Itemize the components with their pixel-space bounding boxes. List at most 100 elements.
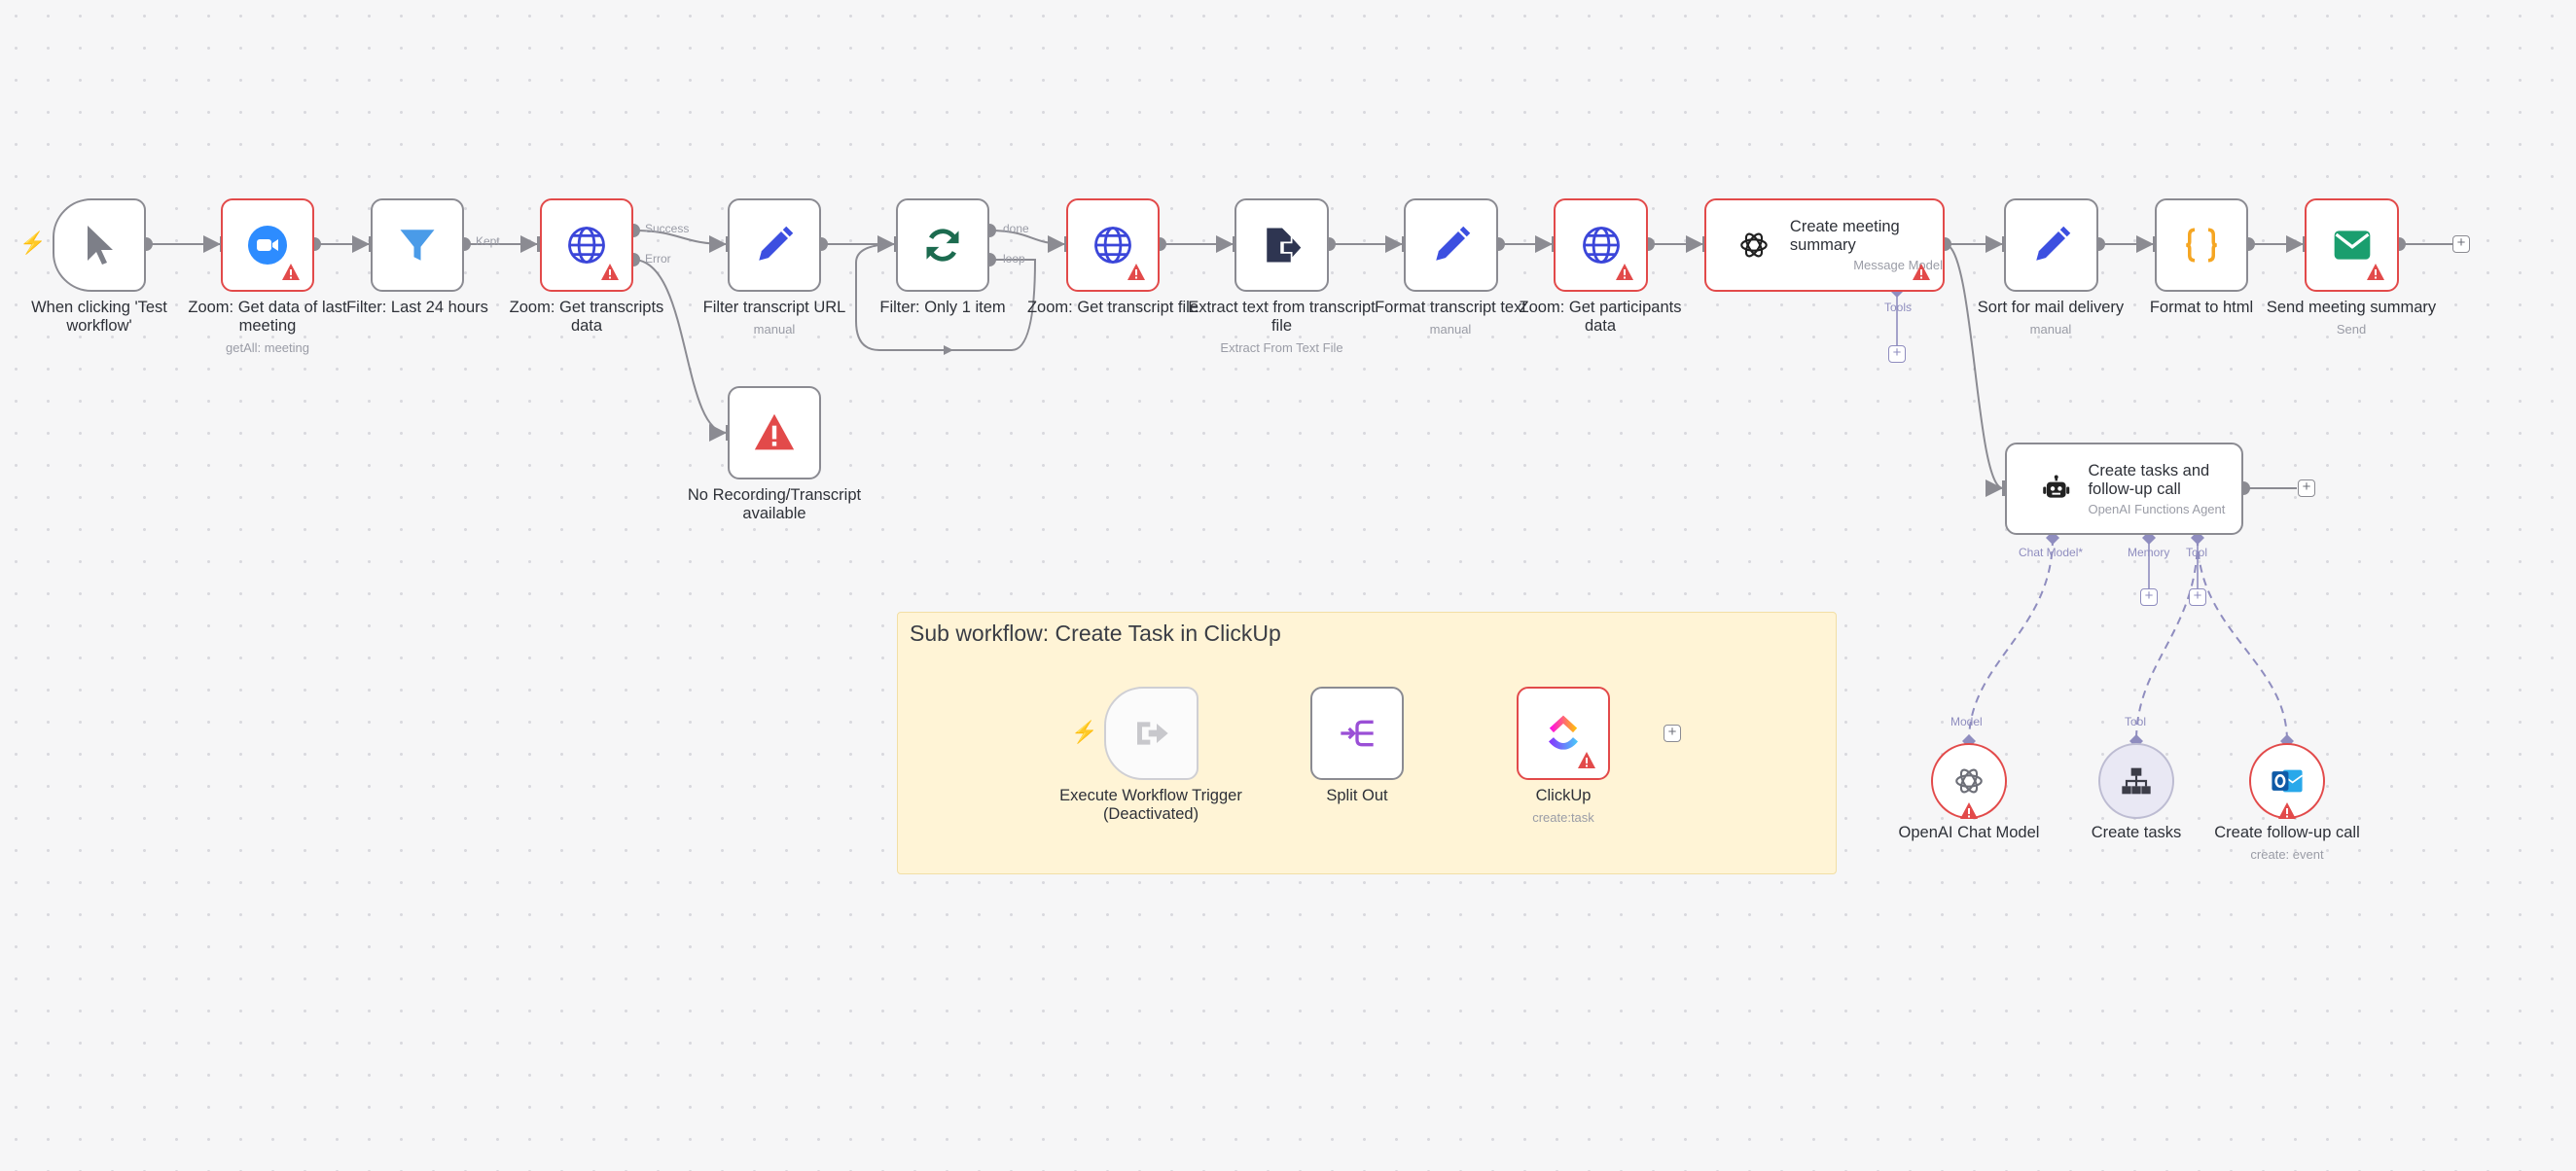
node-zoom-get-transcripts[interactable] [540,198,633,292]
add-tool-button[interactable]: + [2189,588,2206,606]
add-node-button[interactable]: + [2452,235,2470,253]
add-tool-button[interactable]: + [1888,345,1906,363]
connection-agent [1944,243,2004,497]
trigger-bolt-icon: ⚡ [19,231,47,255]
trigger-bolt-icon: ⚡ [1071,720,1098,744]
port-label-chat-model: Chat Model* [2019,546,2084,559]
ai-connection-tool [2197,537,2288,742]
node-label: Create tasks [2091,824,2182,841]
sitemap-icon [2122,767,2151,795]
warning-icon [282,264,300,280]
braces-icon [2186,228,2217,263]
node-label: Filter: Only 1 item [879,299,1006,316]
node-loop-only-one[interactable] [896,198,989,292]
node-subtitle: OpenAI Functions Agent [2088,501,2226,516]
warning-icon [754,413,795,450]
edge-label-loop: loop [1003,252,1025,266]
edge-label-done: done [1003,222,1029,235]
port-label-tools: Tools [1884,301,1913,314]
node-filter-transcript-url[interactable] [728,198,821,292]
node-label: Filter: Last 24 hours [346,299,488,316]
node-send-summary[interactable] [2305,198,2399,292]
cursor-icon [88,226,113,265]
pencil-icon [759,226,794,261]
robot-icon [2043,475,2070,498]
add-node-button[interactable]: + [1664,725,1681,742]
node-label: No Recording/Transcript available [687,486,862,522]
split-out-icon [1341,720,1374,747]
node-zoom-get-meeting[interactable] [221,198,314,292]
node-execute-workflow-trigger[interactable] [1104,687,1199,780]
pencil-icon [2035,226,2070,261]
agent-node-text: Create tasks and follow-up call OpenAI F… [2088,462,2241,516]
node-create-follow-up-call[interactable] [2249,743,2325,819]
execute-trigger-icon [1136,722,1168,745]
globe-icon [1094,227,1131,264]
node-title: Create tasks and follow-up call [2088,461,2210,498]
node-manual-trigger[interactable] [53,198,146,292]
node-no-recording[interactable] [728,386,821,479]
globe-icon [568,227,605,264]
warning-icon [601,264,619,280]
node-openai-chat-model[interactable] [1931,743,2007,819]
ai-connection-model [1968,537,2054,742]
globe-icon [1582,227,1620,264]
port-label-memory: Memory [2128,546,2170,559]
openai-icon [1955,768,1983,794]
node-sort-mail[interactable] [2004,198,2098,292]
node-openai-agent[interactable]: Create tasks and follow-up call OpenAI F… [2005,443,2243,535]
node-format-html[interactable] [2155,198,2248,292]
node-filter-24h[interactable] [371,198,464,292]
node-title: Create meeting summary [1789,218,1900,254]
node-zoom-get-participants[interactable] [1554,198,1648,292]
loop-icon [926,229,959,262]
add-node-button[interactable]: + [2298,479,2315,497]
summary-node-text: Create meeting summary Message Model [1790,218,1943,272]
add-memory-button[interactable]: + [2140,588,2158,606]
warning-icon [2278,802,2296,819]
mail-icon [2334,231,2370,260]
openai-icon [1740,232,1768,258]
outlook-icon [2272,769,2304,793]
node-label: Zoom: Get transcript file [1026,299,1199,316]
node-label: OpenAI Chat Model [1898,824,2040,841]
pencil-icon [1435,226,1470,261]
node-label: When clicking 'Test workflow' [31,299,167,335]
clickup-icon [1549,715,1578,750]
node-label: Format to html [2149,299,2254,316]
edge-label-kept: Kept [476,234,500,248]
sticky-note-title: Sub workflow: Create Task in ClickUp [910,621,1281,646]
node-create-tasks-tool[interactable] [2098,743,2174,819]
warning-icon [1960,802,1978,819]
node-split-out[interactable] [1310,687,1404,780]
zoom-icon [248,226,287,265]
edge-label-error: Error [645,252,671,266]
node-zoom-get-transcript-file[interactable] [1066,198,1160,292]
warning-icon [1578,752,1595,768]
ai-connection-tool [2135,537,2199,742]
warning-icon [1127,264,1145,280]
node-extract-text[interactable] [1234,198,1329,292]
file-export-icon [1266,228,1301,263]
port-label-tool: Tool [2125,715,2147,728]
port-label-model: Model [1950,715,1983,728]
warning-icon [2367,264,2384,280]
node-create-meeting-summary[interactable]: Create meeting summary Message Model [1704,198,1945,292]
filter-icon [400,230,435,261]
edge-label-success: Success [645,222,690,235]
node-label: Zoom: Get participants data [1519,299,1682,335]
node-clickup[interactable] [1517,687,1610,780]
node-format-transcript[interactable] [1404,198,1498,292]
node-label: Execute Workflow Trigger (Deactivated) [1059,787,1242,823]
connection-error [632,259,728,442]
